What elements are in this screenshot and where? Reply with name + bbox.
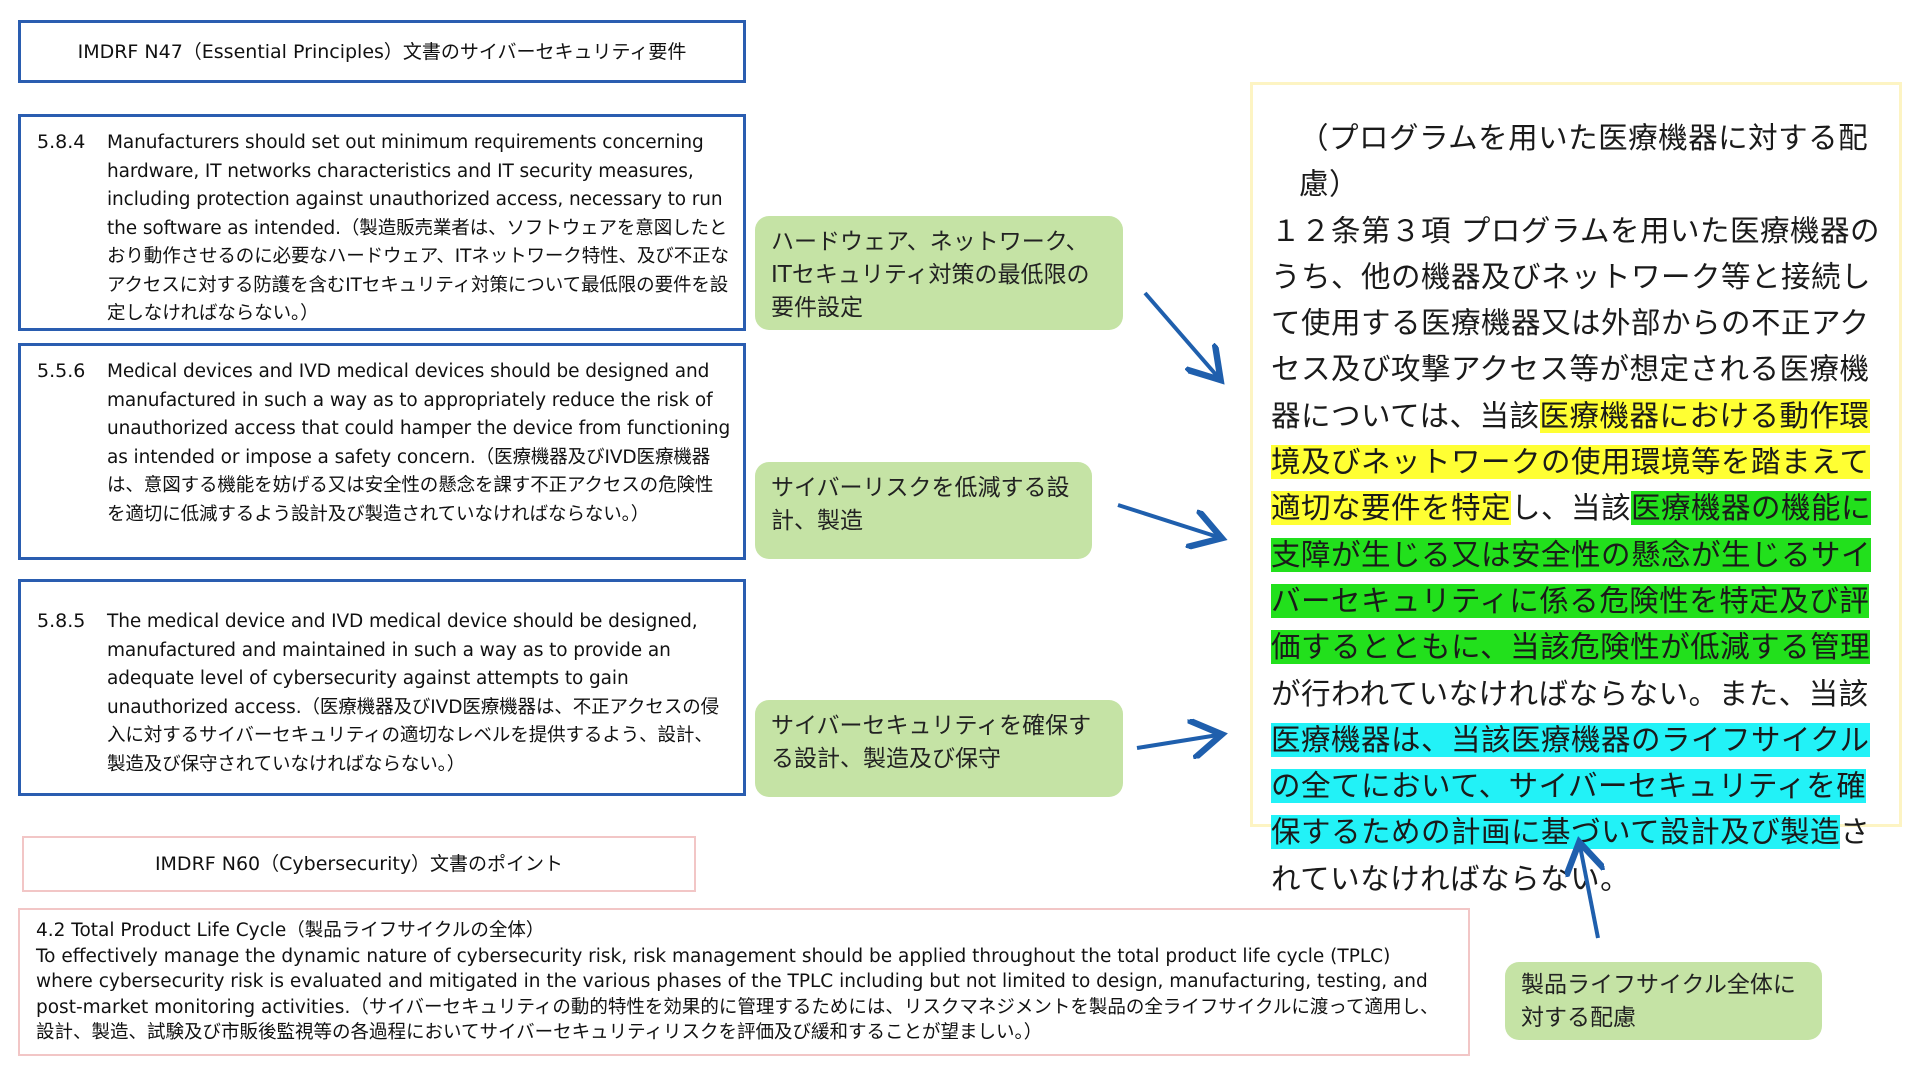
label-risk-reduction: サイバーリスクを低減する設計、製造 (755, 462, 1092, 559)
tplc-box: 4.2 Total Product Life Cycle（製品ライフサイクルの全… (18, 908, 1470, 1056)
requirement-box-5-8-4: 5.8.4 Manufacturers should set out minim… (18, 114, 746, 331)
label-security-maintenance: サイバーセキュリティを確保する設計、製造及び保守 (755, 700, 1123, 797)
requirement-number: 5.8.4 (37, 131, 86, 153)
regulation-text-box: （プログラムを用いた医療機器に対する配慮） １２条第３項 プログラムを用いた医療… (1250, 82, 1902, 896)
n47-title-box: IMDRF N47（Essential Principles）文書のサイバーセキ… (18, 20, 746, 83)
highlight-lifecycle-plan: 医療機器は、当該医療機器のライフサイクルの全てにおいて、サイバーセキュリティを確… (1271, 722, 1870, 850)
tplc-heading: 4.2 Total Product Life Cycle（製品ライフサイクルの全… (36, 920, 545, 941)
requirement-box-5-5-6: 5.5.6 Medical devices and IVD medical de… (18, 343, 746, 560)
requirement-number: 5.5.6 (37, 360, 86, 382)
n47-title: IMDRF N47（Essential Principles）文書のサイバーセキ… (77, 41, 687, 63)
n60-title-box: IMDRF N60（Cybersecurity）文書のポイント (22, 836, 696, 892)
label-lifecycle: 製品ライフサイクル全体に対する配慮 (1505, 962, 1822, 1040)
requirement-box-5-8-5: 5.8.5 The medical device and IVD medical… (18, 579, 746, 796)
regulation-text: １２条第３項 プログラムを用いた医療機器のうち、他の機器及びネットワーク等と接続… (1271, 213, 1880, 433)
requirement-text: Medical devices and IVD medical devices … (107, 361, 731, 525)
regulation-body: １２条第３項 プログラムを用いた医療機器のうち、他の機器及びネットワーク等と接続… (1271, 208, 1883, 902)
arrow-lifecycle (1580, 846, 1598, 939)
tplc-body: To effectively manage the dynamic nature… (36, 945, 1439, 1044)
requirement-text: Manufacturers should set out minimum req… (107, 132, 729, 324)
arrow-risk (1117, 503, 1218, 537)
arrow-hardware (1143, 291, 1218, 377)
regulation-text: し、当該 (1511, 491, 1632, 526)
regulation-text: が行われていなければならない。また、当該 (1271, 676, 1869, 711)
label-hardware-requirements: ハードウェア、ネットワーク、ITセキュリティ対策の最低限の要件設定 (755, 216, 1123, 330)
n60-title: IMDRF N60（Cybersecurity）文書のポイント (154, 853, 564, 875)
requirement-text: The medical device and IVD medical devic… (107, 611, 720, 775)
regulation-heading: （プログラムを用いた医療機器に対する配慮） (1299, 121, 1869, 202)
requirement-number: 5.8.5 (37, 610, 86, 632)
arrow-security (1136, 735, 1218, 748)
